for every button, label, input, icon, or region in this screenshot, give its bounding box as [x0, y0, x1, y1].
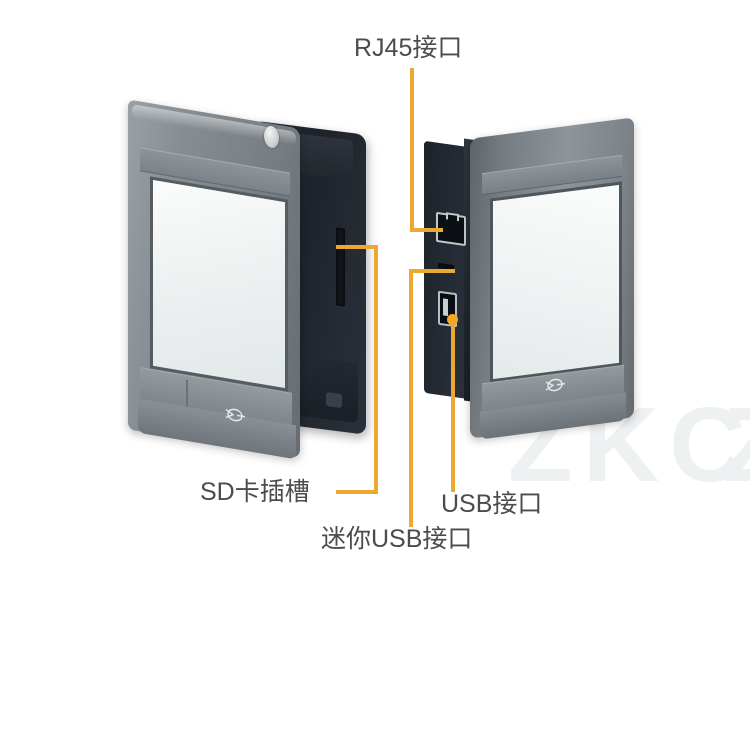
device-left-panel-emblem: [224, 406, 246, 424]
callout-label-mini-usb: 迷你USB接口: [321, 525, 473, 553]
leader-line-mini-usb-vertical: [409, 269, 413, 527]
device-right-side-view: [424, 117, 634, 440]
device-left-screen: [150, 176, 288, 392]
device-right-screen: [490, 181, 622, 383]
leader-line-mini-usb-horizontal: [409, 269, 455, 273]
leader-line-rj45-vertical: [410, 68, 414, 230]
emblem-icon: [545, 378, 565, 392]
leader-line-usb-vertical: [451, 320, 455, 492]
rj45-latch-notch: [446, 212, 459, 222]
usb-tongue: [443, 298, 448, 317]
emblem-icon: [225, 408, 245, 422]
device-right-panel-emblem: [544, 377, 566, 394]
callout-label-rj45: RJ45接口: [354, 34, 463, 62]
sd-card-slot: [336, 227, 345, 307]
callout-label-usb: USB接口: [441, 490, 543, 518]
leader-line-rj45-horizontal: [410, 228, 443, 232]
leader-line-sd-vertical: [374, 245, 378, 494]
watermark-edge: Z: [722, 392, 750, 498]
device-left-front-view: [128, 99, 390, 460]
device-left-connector-nub: [326, 391, 342, 409]
leader-line-sd-from-slot: [336, 245, 378, 249]
callout-label-sd-card-slot: SD卡插槽: [200, 478, 310, 506]
leader-line-sd-to-label: [336, 490, 378, 494]
leader-dot-usb: [447, 314, 458, 325]
